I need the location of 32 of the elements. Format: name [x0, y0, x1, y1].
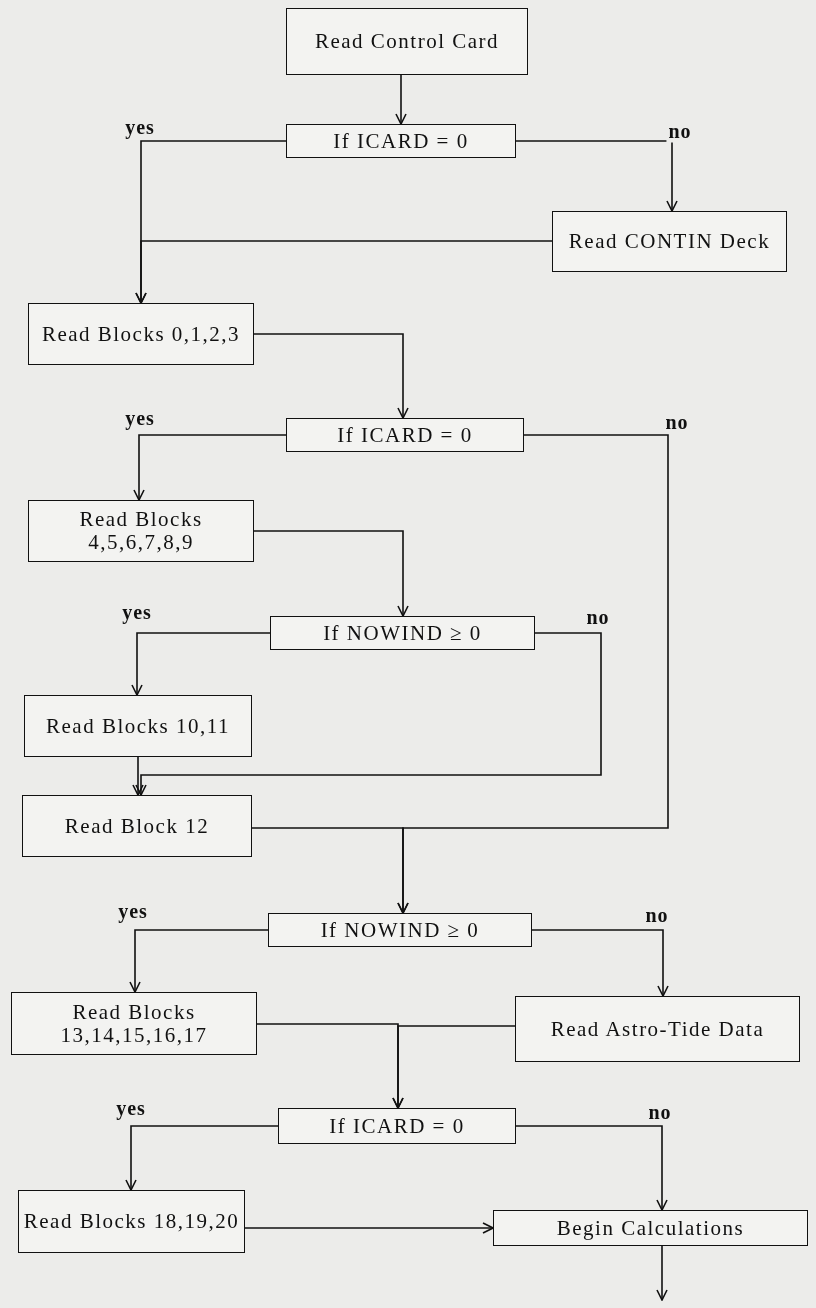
process-box: Read Astro-Tide Data: [515, 996, 800, 1062]
decision-box: If NOWIND ≥ 0: [268, 913, 532, 947]
arrow: [253, 333, 409, 419]
arrow: [531, 929, 669, 997]
arrow: [515, 1125, 668, 1211]
arrow: [656, 1245, 668, 1301]
arrow: [515, 140, 678, 212]
decision-box: If ICARD = 0: [286, 124, 516, 158]
arrow: [129, 929, 269, 993]
arrow: [395, 74, 407, 125]
process-box: Read Blocks 10,11: [24, 695, 252, 757]
arrow: [135, 240, 553, 304]
process-box: Read Blocks 18,19,20: [18, 1190, 245, 1253]
process-box: Read Block 12: [22, 795, 252, 857]
arrow: [251, 827, 409, 914]
arrow: [132, 756, 144, 796]
decision-box: If ICARD = 0: [278, 1108, 516, 1144]
process-box: Read CONTIN Deck: [552, 211, 787, 272]
process-box: Read Blocks 4,5,6,7,8,9: [28, 500, 254, 562]
process-box: Read Blocks 0,1,2,3: [28, 303, 254, 365]
arrow: [131, 632, 271, 696]
arrow: [253, 530, 409, 617]
arrow: [392, 1025, 516, 1109]
process-box: Begin Calculations: [493, 1210, 808, 1246]
process-box: Read Control Card: [286, 8, 528, 75]
process-box: Read Blocks 13,14,15,16,17: [11, 992, 257, 1055]
arrow: [133, 434, 287, 501]
arrow: [135, 632, 602, 796]
decision-box: If ICARD = 0: [286, 418, 524, 452]
decision-box: If NOWIND ≥ 0: [270, 616, 535, 650]
arrow: [244, 1222, 494, 1234]
arrow: [125, 1125, 279, 1191]
